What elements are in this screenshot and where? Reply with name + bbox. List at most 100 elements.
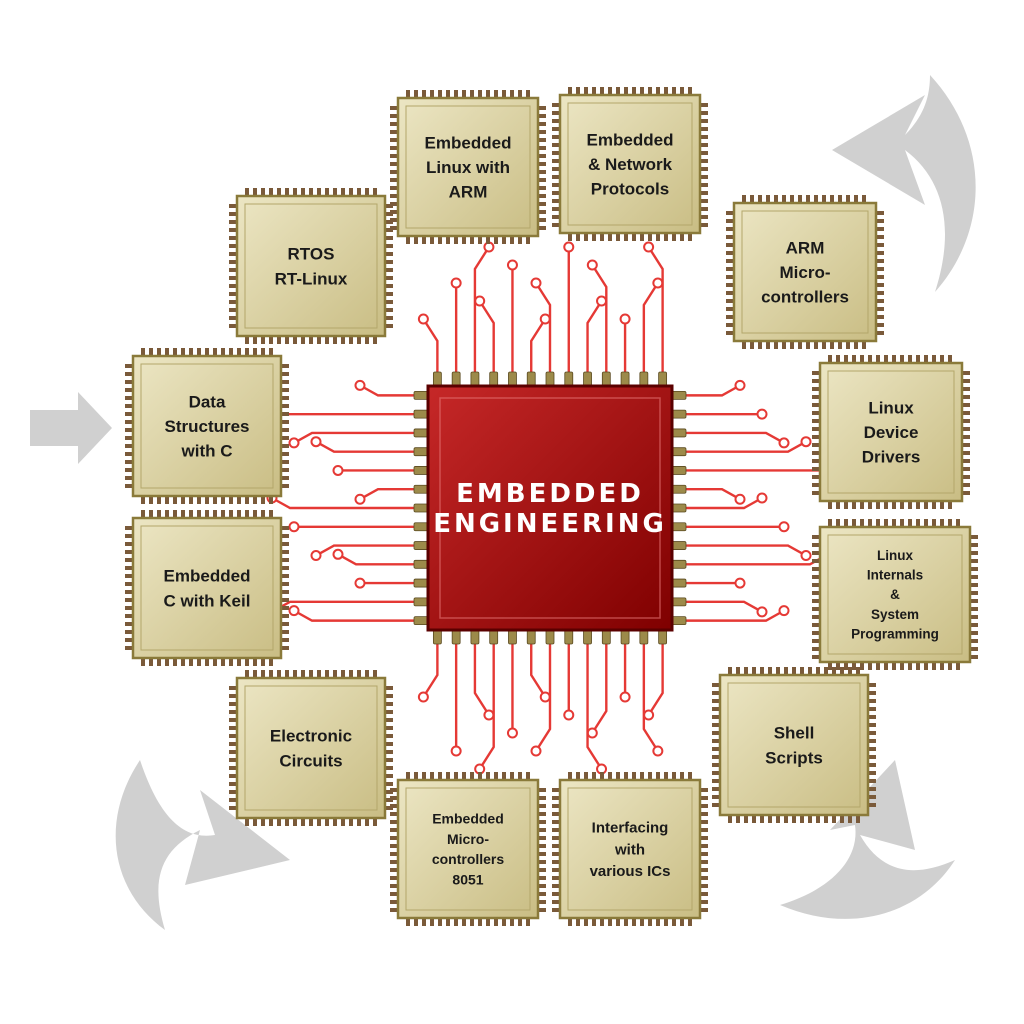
module-pin — [908, 519, 912, 528]
trace-pad — [310, 436, 322, 448]
module-pin — [860, 519, 864, 528]
module-pin — [699, 796, 708, 800]
trace-pad — [417, 313, 429, 325]
module-pin — [774, 340, 778, 349]
module-pin — [390, 900, 399, 904]
module-pin — [205, 495, 209, 504]
module-pin — [552, 908, 561, 912]
module-pin — [875, 283, 884, 287]
trace-pad — [652, 277, 664, 289]
module-pin — [712, 787, 721, 791]
module-pin — [875, 315, 884, 319]
module-pin — [384, 228, 393, 232]
module-pin — [867, 683, 876, 687]
module-pin — [875, 251, 884, 255]
module-pin — [969, 639, 978, 643]
module-pin — [552, 103, 561, 107]
module-pin — [280, 534, 289, 538]
module-pin — [365, 670, 369, 679]
module-pin — [961, 403, 970, 407]
circuit-trace — [530, 630, 547, 698]
module-pin — [221, 657, 225, 666]
module-pin — [876, 661, 880, 670]
module-pin — [836, 500, 840, 509]
module-pin — [816, 814, 820, 823]
module-pin — [812, 387, 821, 391]
module-pin — [961, 443, 970, 447]
module-pin — [688, 917, 692, 926]
module-pin — [253, 670, 257, 679]
module-pin — [494, 235, 498, 244]
module-pin — [699, 892, 708, 896]
module-pin — [149, 510, 153, 519]
module-pin — [961, 483, 970, 487]
module-pin — [537, 788, 546, 792]
module-pin — [229, 766, 238, 770]
module-pin — [784, 814, 788, 823]
module-pin — [876, 355, 880, 364]
module-pin — [253, 657, 257, 666]
module-pin — [961, 419, 970, 423]
module-pin — [280, 622, 289, 626]
module-pin — [884, 355, 888, 364]
module-pin — [699, 159, 708, 163]
module-pin — [969, 543, 978, 547]
module-pin — [956, 519, 960, 528]
module-pin — [285, 817, 289, 826]
module-pin — [699, 908, 708, 912]
module-pin — [808, 667, 812, 676]
module-pin — [840, 667, 844, 676]
module-pin — [269, 348, 273, 357]
module-pin — [552, 884, 561, 888]
module-pin — [875, 267, 884, 271]
module-pin — [812, 443, 821, 447]
module-pin — [486, 90, 490, 99]
module-label-line: controllers — [761, 288, 849, 307]
module-pin — [868, 355, 872, 364]
module-pin — [812, 483, 821, 487]
module-pin — [838, 195, 842, 204]
module-pin — [900, 519, 904, 528]
module-pin — [390, 162, 399, 166]
module-pin — [758, 340, 762, 349]
module-label-line: Micro- — [447, 831, 489, 847]
module-pin — [390, 186, 399, 190]
module-pin — [584, 917, 588, 926]
trace-pad — [354, 493, 366, 505]
module-pin — [812, 631, 821, 635]
module-pin — [776, 814, 780, 823]
module-pin — [526, 772, 530, 781]
trace-pad — [652, 745, 664, 757]
module-pin — [640, 772, 644, 781]
module-pin — [245, 348, 249, 357]
module-label-line: Shell — [774, 724, 815, 743]
module-pin — [537, 170, 546, 174]
module-pin — [494, 772, 498, 781]
module-pin — [552, 215, 561, 219]
module-pin — [712, 739, 721, 743]
module-pin — [173, 495, 177, 504]
trace-pad — [332, 548, 344, 560]
module-pin — [229, 710, 238, 714]
module-pin — [197, 510, 201, 519]
module-pin — [552, 796, 561, 800]
circuit-trace — [422, 630, 439, 698]
module-label-line: Linux — [868, 398, 914, 417]
module-pin — [726, 227, 735, 231]
module-pin — [768, 667, 772, 676]
module-pin — [470, 917, 474, 926]
module-pin — [537, 218, 546, 222]
module-pin — [229, 758, 238, 762]
trace-pad — [506, 727, 518, 739]
module-pin — [280, 598, 289, 602]
module-pin — [616, 232, 620, 241]
module-pin — [470, 772, 474, 781]
module-pin — [280, 372, 289, 376]
module-pin — [390, 796, 399, 800]
module-pin — [189, 348, 193, 357]
module-pin — [552, 892, 561, 896]
module-pin — [924, 500, 928, 509]
module-pin — [940, 661, 944, 670]
